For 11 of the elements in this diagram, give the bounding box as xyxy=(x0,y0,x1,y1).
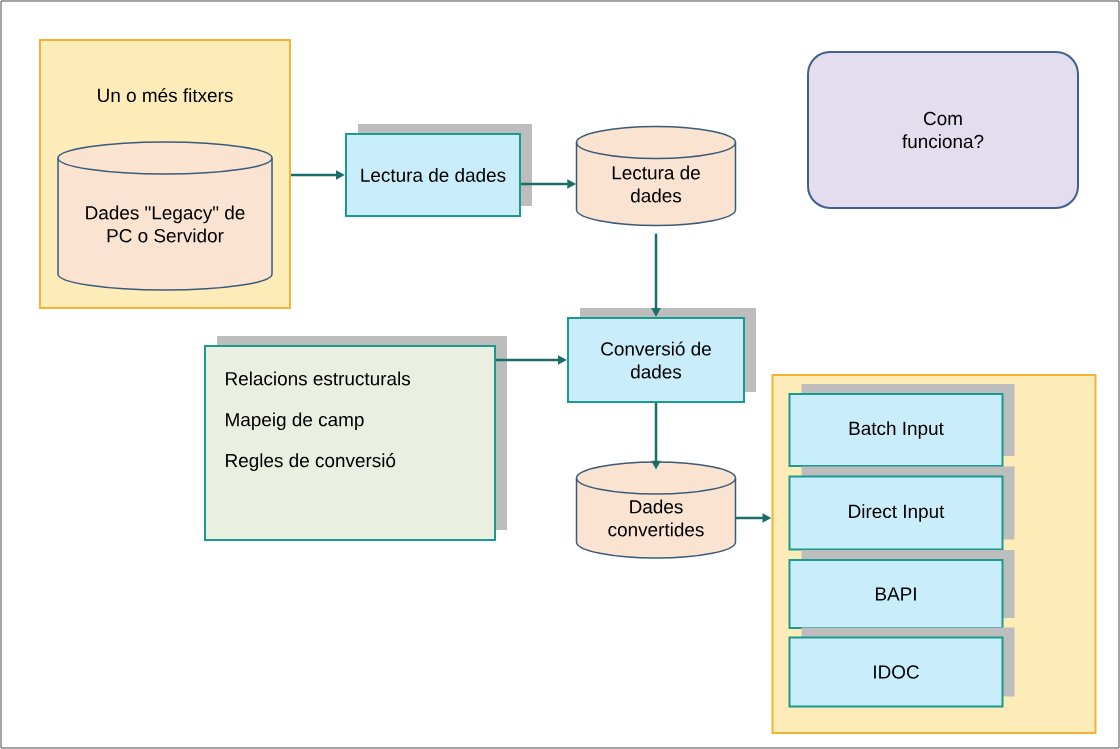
title-box: Com funciona? xyxy=(807,51,1079,209)
database-cylinder: Dades convertides xyxy=(575,461,737,559)
process-box: Batch Input xyxy=(788,384,1015,467)
database-cylinder: Dades "Legacy" de PC o Servidor xyxy=(57,141,273,291)
rules-box: Relacions estructurals Mapeig de camp Regles de conversió xyxy=(204,336,507,541)
database-cylinder: Lectura de dades xyxy=(575,125,737,227)
process-box: Conversió de dades xyxy=(567,308,756,403)
process-box: BAPI xyxy=(788,550,1015,629)
process-box: IDOC xyxy=(788,627,1015,708)
process-box: Direct Input xyxy=(788,466,1015,551)
process-box: Lectura de dades xyxy=(345,124,532,217)
